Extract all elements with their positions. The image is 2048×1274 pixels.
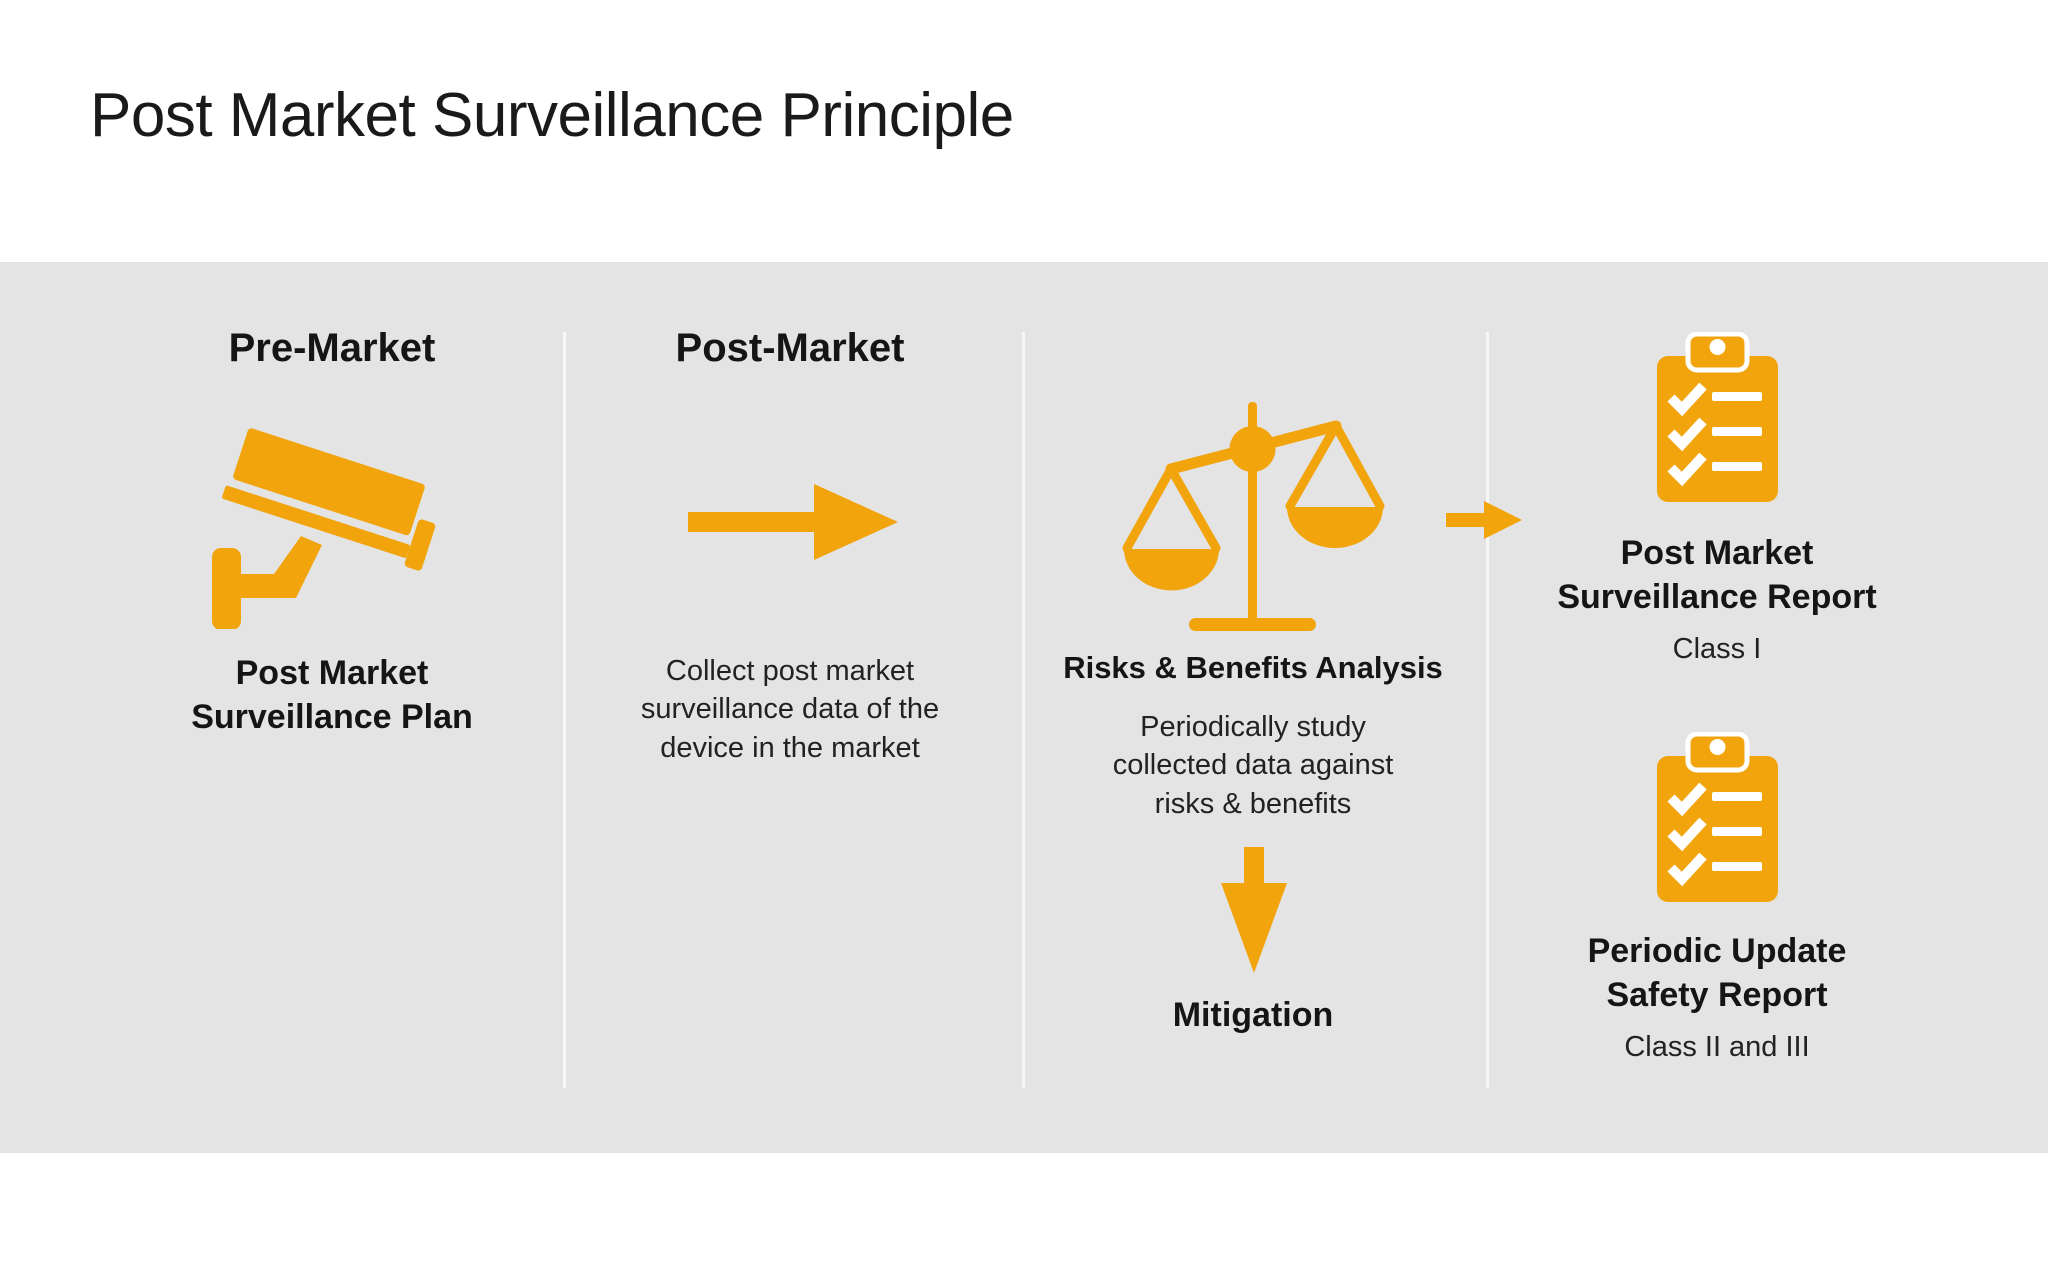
arrow-down-icon	[1221, 847, 1287, 973]
cctv-camera-icon	[212, 428, 436, 629]
report-class-pms: Class I	[1672, 633, 1762, 665]
analysis-heading: Risks & Benefits Analysis	[1063, 650, 1443, 685]
page-title: Post Market Surveillance Principle	[90, 81, 1014, 150]
arrow-right-small-icon	[1446, 501, 1522, 539]
report-class-pusr: Class II and III	[1624, 1031, 1810, 1063]
pre-market-label: Post Market Surveillance Plan	[191, 654, 473, 736]
clipboard-checklist-icon	[1657, 332, 1778, 502]
mitigation-label: Mitigation	[1172, 996, 1334, 1034]
analysis-description: Periodically study collected data agains…	[1112, 711, 1394, 820]
post-market-description: Collect post market surveillance data of…	[640, 655, 940, 764]
column-divider-3	[1486, 332, 1489, 1088]
report-title-pusr: Periodic Update Safety Report	[1587, 932, 1847, 1014]
arrow-right-icon	[688, 484, 898, 560]
column-divider-1	[563, 332, 566, 1088]
report-title-pms: Post Market Surveillance Report	[1557, 534, 1877, 616]
balance-scale-icon	[1122, 402, 1385, 631]
clipboard-checklist-icon	[1657, 732, 1778, 902]
column-divider-2	[1022, 332, 1025, 1088]
post-market-heading: Post-Market	[675, 326, 905, 370]
pre-market-heading: Pre-Market	[228, 326, 436, 370]
